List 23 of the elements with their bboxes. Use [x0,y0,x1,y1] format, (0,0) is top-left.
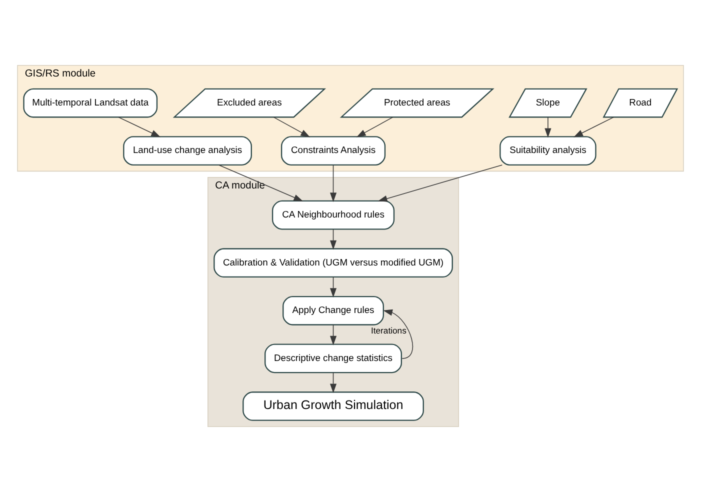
node-box: Constraints Analysis [280,136,386,165]
node-box: CA Neighbourhood rules [272,200,395,230]
arrow [330,276,337,298]
edge-label: Iterations [370,324,406,335]
node-box: Descriptive change statistics [264,343,402,373]
node-box: Suitability analysis [500,136,596,165]
arrow [356,116,394,137]
arrow [218,164,304,201]
arrow [273,116,310,137]
node-box: Calibration & Validation (UGM versus modified UGM) [214,248,453,278]
arrow [330,228,337,250]
arrow [378,164,503,202]
arrow [544,116,552,138]
arrow [330,372,337,393]
node-box: Urban Growth Simulation [242,391,424,420]
node-box: Apply Change rules [282,295,384,325]
arrow [383,308,413,358]
arrow [330,164,337,202]
node-box: Multi-temporal Landsat data [23,88,158,118]
arrow [118,116,161,137]
node-box: Land-use change analysis [123,136,252,165]
arrow [574,116,614,137]
arrow [330,324,337,345]
